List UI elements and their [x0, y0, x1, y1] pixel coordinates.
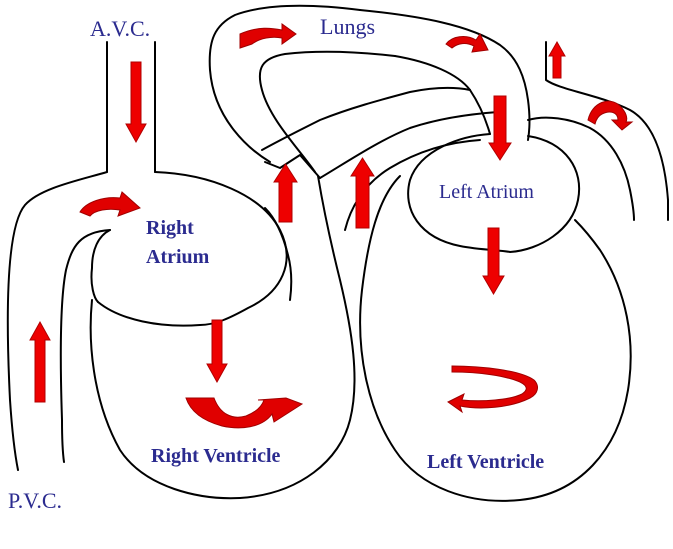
aorta-outer-wall [545, 41, 669, 221]
right-atrium-inner-wall [90, 229, 111, 303]
left-atrium-label: Left Atrium [439, 181, 534, 203]
arrow-down-pulmonary-vein [488, 95, 512, 161]
curved-arrow-left-ventricle [447, 365, 538, 414]
pulmonary-vessel-crossing-2 [319, 111, 499, 179]
arrow-down-left-atrium [482, 227, 505, 295]
aorta-inner-wall [527, 116, 635, 221]
curved-arrow-aorta [587, 100, 634, 131]
pulmonary-vessel-crossing-3 [344, 139, 481, 231]
arrow-up-aorta [548, 40, 566, 79]
right-ventricle-outline [89, 175, 356, 500]
arrow-up-pulmonary-artery-2 [350, 157, 375, 229]
right-atrium-outline [97, 171, 288, 327]
lungs-label: Lungs [320, 14, 375, 39]
curved-arrow-right-ventricle [185, 397, 304, 429]
left-ventricle-outline [359, 175, 632, 502]
curved-arrow-right-atrium [79, 191, 141, 217]
curved-arrow-lungs-right [445, 33, 489, 53]
pvc-vessel-outer-wall [6, 171, 108, 471]
arrow-up-pulmonary-artery-1 [273, 163, 298, 223]
lungs-inner-outline [394, 55, 491, 135]
right-atrium-label-line2: Atrium [146, 246, 210, 268]
arrow-down-avc [125, 61, 147, 144]
arrow-down-right-atrium [206, 319, 228, 384]
left-ventricle-label: Left Ventricle [427, 451, 545, 473]
pvc-vessel-inner-wall [59, 229, 111, 463]
curved-arrow-lungs-left [239, 23, 297, 49]
pulmonary-artery-outer-wall [208, 4, 361, 163]
right-ventricle-septum-inner [264, 207, 293, 301]
left-atrium-outline [407, 133, 581, 253]
pvc-label: P.V.C. [8, 488, 63, 513]
right-ventricle-label: Right Ventricle [151, 445, 281, 467]
pulmonary-artery-inner-wall [258, 50, 396, 173]
pulmonary-vessel-crossing-4 [264, 154, 321, 179]
arrow-up-pvc [29, 320, 51, 403]
pulmonary-vessel-crossing-1 [261, 86, 471, 151]
lungs-top-outline [359, 9, 531, 141]
avc-label: A.V.C. [90, 16, 151, 41]
right-atrium-label-line1: Right [146, 217, 194, 239]
